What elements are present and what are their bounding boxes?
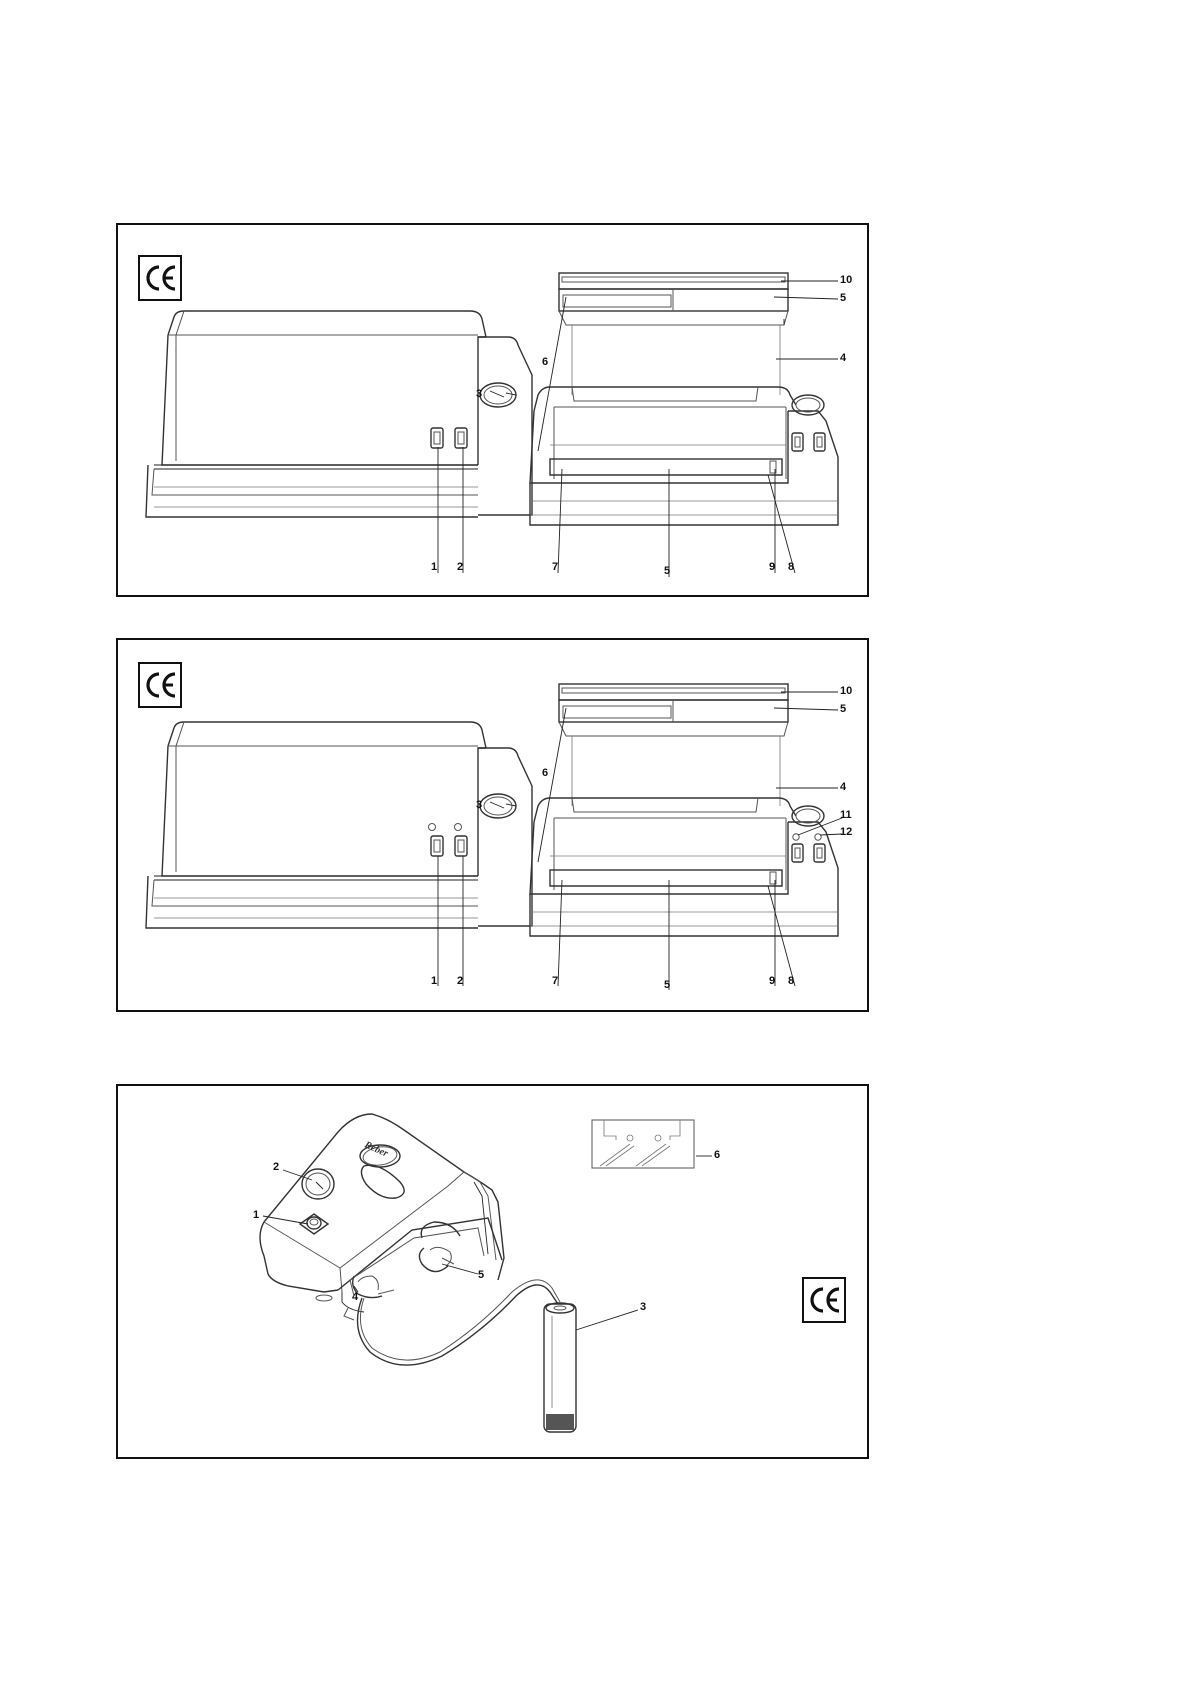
closed-sealer-drawing (118, 640, 871, 1014)
callout-label: 9 (769, 562, 775, 573)
callout-label: 5 (478, 1270, 484, 1281)
callout-label: 4 (840, 353, 846, 364)
callout-label: 10 (840, 686, 852, 697)
callout-label: 2 (457, 976, 463, 987)
callout-label: 2 (457, 562, 463, 573)
callout-label: 2 (273, 1162, 279, 1173)
callout-label: 6 (542, 357, 548, 368)
panel-2: 1 2 3 10 5 6 4 11 12 7 5 9 8 (116, 638, 869, 1012)
callout-label: 8 (788, 976, 794, 987)
callout-label: 9 (769, 976, 775, 987)
callout-label: 1 (431, 562, 437, 573)
callout-label: 4 (352, 1292, 358, 1303)
panel-1: 1 2 3 10 5 6 4 7 5 9 8 (116, 223, 869, 597)
callout-label: 3 (476, 389, 482, 400)
handheld-vacuum-unit-drawing (118, 1086, 871, 1461)
callout-label: 7 (552, 976, 558, 987)
callout-label: 5 (840, 293, 846, 304)
callout-label: 3 (476, 800, 482, 811)
callout-label: 5 (840, 704, 846, 715)
callout-label: 7 (552, 562, 558, 573)
callout-label: 11 (840, 810, 852, 821)
callout-label: 1 (253, 1210, 259, 1221)
callout-label: 1 (431, 976, 437, 987)
panel-3: 2 1 4 5 6 3 Reber (116, 1084, 869, 1459)
callout-label: 4 (840, 782, 846, 793)
callout-label: 5 (664, 980, 670, 991)
callout-label: 10 (840, 275, 852, 286)
callout-label: 5 (664, 566, 670, 577)
callout-label: 12 (840, 827, 852, 838)
callout-label: 6 (542, 768, 548, 779)
closed-sealer-drawing (118, 225, 871, 599)
callout-label: 3 (640, 1302, 646, 1313)
callout-label: 8 (788, 562, 794, 573)
callout-label: 6 (714, 1150, 720, 1161)
